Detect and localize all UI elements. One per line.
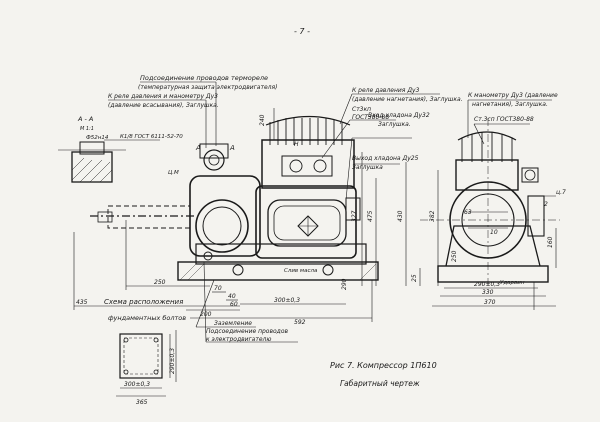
dim-365: 365 — [136, 399, 148, 406]
label-mark-a2: А — [229, 144, 235, 152]
label-pressure-gauge-left: К реле давления и манометру Ду3 — [108, 93, 218, 100]
label-height: Н — [294, 141, 299, 148]
label-thread: Ф52н14 — [86, 135, 109, 141]
label-st3sp: Ст.3сп ГОСТ380-88 — [474, 116, 534, 123]
dim-592: 592 — [294, 319, 306, 326]
label-pressure-gauge-left-sub: (давление всасывания), Заглушка. — [108, 102, 219, 109]
label-wiring-thermal-sub: (температурная защита электродвигателя) — [138, 84, 277, 91]
dim-327: 327 — [351, 210, 358, 222]
figure-caption: Рис 7. Компрессор 1П610 Габаритный черте… — [330, 361, 437, 388]
dim-330: 330 — [482, 289, 494, 296]
dim-300-foundation: 300±0,3 — [124, 381, 150, 388]
caption-figure: Рис 7. Компрессор 1П610 — [330, 361, 437, 370]
dim-240: 240 — [259, 114, 266, 126]
callout-labels: Подсоединение проводов термореле (темпер… — [77, 74, 558, 343]
dim-250-right: 250 — [451, 250, 458, 262]
caption-subtitle: Габаритный чертеж — [340, 379, 420, 388]
label-relay-discharge: К реле давления Ду3 — [352, 87, 420, 94]
label-view: Ударвин — [500, 280, 525, 286]
label-gauge-right-sub: нагнетания), Заглушка. — [472, 101, 548, 108]
dim-475: 475 — [367, 210, 374, 222]
section-a-a-detail — [58, 139, 160, 183]
label-wiring-thermal: Подсоединение проводов термореле — [140, 74, 268, 82]
label-oil-drain: Слив масла — [284, 268, 318, 274]
dim-10: 10 — [490, 229, 498, 236]
label-freon-outlet-sub: Заглушка — [352, 164, 383, 171]
dim-160: 160 — [547, 236, 554, 248]
label-freon-outlet: Выход хладона Ду25 — [352, 155, 419, 162]
dim-290: 290 — [341, 278, 348, 290]
label-foundation-sub: фундаментных болтов — [108, 314, 186, 322]
label-section-scale: М 1:1 — [80, 126, 94, 132]
label-freon-inlet: Вход хладона Ду32 — [368, 112, 430, 119]
dim-63: 63 — [464, 209, 472, 216]
label-motor-wiring: Подсоединение проводов — [206, 328, 289, 335]
dim-60: 60 — [230, 301, 238, 308]
dim-200-left: 200 — [200, 311, 212, 318]
dim-40: 40 — [228, 293, 236, 300]
label-gauge-right: К манометру Ду3 (давление — [468, 92, 558, 99]
label-foundation: Схема расположения — [104, 298, 183, 306]
dim-250: 250 — [154, 279, 166, 286]
dim-290-right: 290±0,3 — [474, 281, 500, 288]
compressor-side-view — [90, 115, 379, 281]
dimension-lines — [73, 81, 557, 397]
dim-435: 435 — [76, 299, 88, 306]
dim-290-foundation: 290±0,3 — [169, 348, 176, 374]
dim-25: 25 — [411, 274, 418, 282]
label-st3kp: Ст3кп — [352, 106, 371, 113]
dim-370: 370 — [484, 299, 496, 306]
label-relay-discharge-sub: (давление нагнетания), Заглушка. — [352, 96, 463, 103]
label-motor-wiring-sub: к электродвигателю — [206, 336, 271, 343]
foundation-bolt-scheme — [119, 333, 163, 379]
dim-300: 300±0,3 — [274, 297, 300, 304]
dim-47: ц.7 — [556, 189, 566, 196]
label-section: А - А — [77, 115, 93, 123]
label-gost-top: ГОСТ380-88 — [352, 114, 389, 121]
dim-70: 70 — [214, 285, 222, 292]
label-mark-a1: А — [195, 144, 201, 152]
label-grounding: Заземление — [214, 320, 252, 327]
page-number: - 7 - — [294, 27, 310, 36]
dim-2: 2 — [544, 201, 548, 208]
label-din-thread: К1/8 ГОСТ 6111-52-70 — [120, 134, 183, 140]
label-cm: Ц.М — [168, 170, 179, 176]
dim-430: 430 — [397, 210, 404, 222]
dim-382: 382 — [429, 210, 436, 222]
label-freon-inlet-sub: Заглушка. — [378, 121, 411, 128]
compressor-end-view — [420, 118, 560, 290]
dimension-values: 435 250 70 40 60 300±0,3 200 592 240 290… — [76, 114, 566, 406]
